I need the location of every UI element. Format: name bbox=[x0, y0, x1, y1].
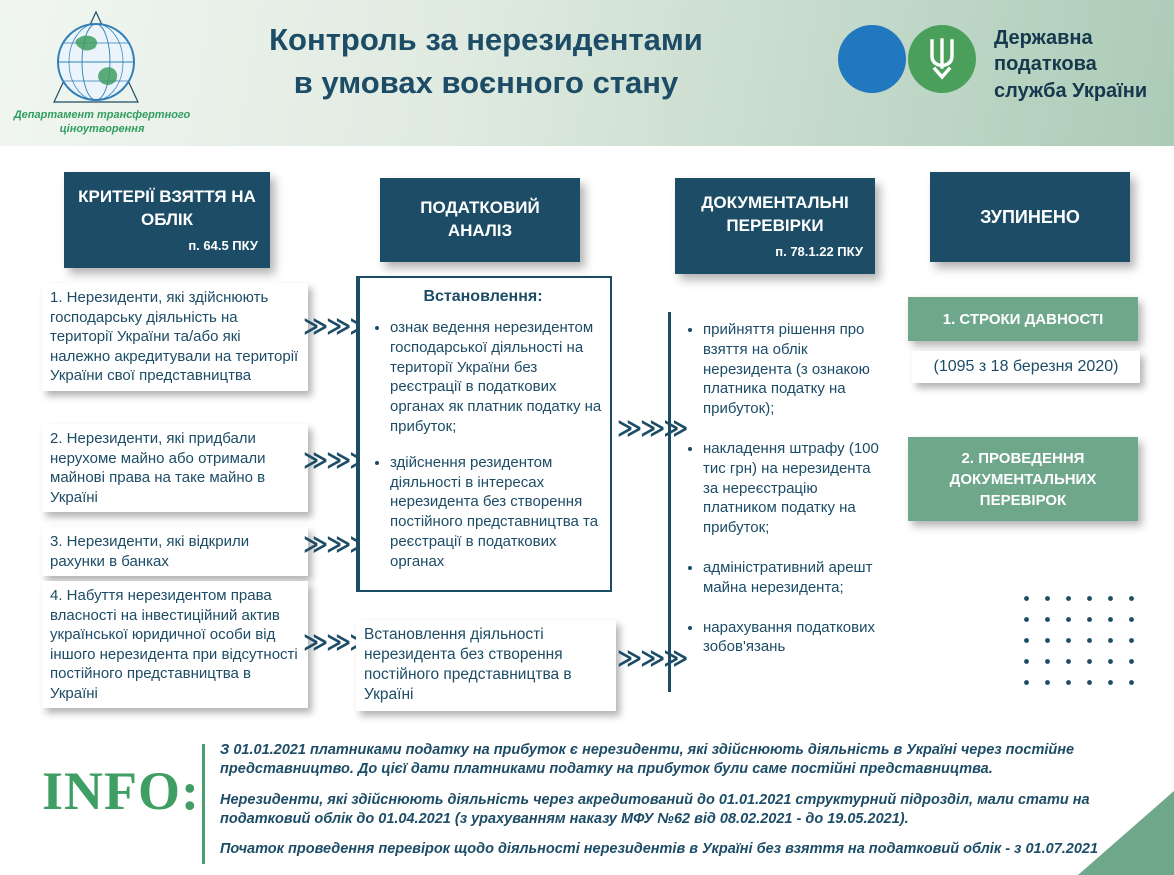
criteria-note: п. 64.5 ПКУ bbox=[188, 237, 258, 253]
info-paragraph-3: Початок проведення перевірок щодо діяльн… bbox=[220, 841, 1099, 858]
audits-bullets: прийняття рішення про взяття на облік не… bbox=[671, 320, 886, 657]
audits-title: ДОКУМЕНТАЛЬНІ ПЕРЕВІРКИ bbox=[701, 192, 849, 235]
chevron-icon: ≫≫≫ bbox=[617, 645, 688, 672]
criteria-item-4: 4. Набуття нерезидентом права власності … bbox=[42, 581, 308, 708]
header-band: Департамент трансфертного ціноутворення … bbox=[0, 0, 1174, 146]
analysis-box-title: Встановлення: bbox=[423, 288, 543, 305]
criteria-item-3: 3. Нерезиденти, які відкрили рахунки в б… bbox=[42, 527, 308, 576]
audits-bullet-4: нарахування податкових зобов'язань bbox=[703, 618, 886, 658]
analysis-title: ПОДАТКОВИЙ АНАЛІЗ bbox=[420, 198, 540, 240]
analysis-box: Встановлення: ознак ведення нерезидентом… bbox=[356, 276, 612, 592]
tax-service-name: Державна податкова служба України bbox=[994, 27, 1148, 102]
analysis-bottom-text: Встановлення діяльності нерезидента без … bbox=[356, 620, 616, 711]
criteria-header: КРИТЕРІЇ ВЗЯТТЯ НА ОБЛІК п. 64.5 ПКУ bbox=[64, 172, 270, 268]
audits-bullet-1: прийняття рішення про взяття на облік не… bbox=[703, 320, 886, 419]
criteria-item-1: 1. Нерезиденти, які здійснюють господарс… bbox=[42, 283, 308, 391]
audits-header: ДОКУМЕНТАЛЬНІ ПЕРЕВІРКИ п. 78.1.22 ПКУ bbox=[675, 178, 875, 274]
dots-pattern bbox=[1016, 588, 1144, 688]
info-paragraph-2: Нерезиденти, які здійснюють діяльність ч… bbox=[220, 791, 1090, 827]
title-line-2: в умовах воєнного стану bbox=[293, 65, 679, 101]
trident-icon bbox=[930, 38, 954, 80]
info-paragraphs: З 01.01.2021 платниками податку на прибу… bbox=[220, 741, 1154, 870]
suspended-item-2: 2. ПРОВЕДЕННЯ ДОКУМЕНТАЛЬНИХ ПЕРЕВІРОК bbox=[908, 437, 1138, 521]
suspended-item-1: 1. СТРОКИ ДАВНОСТІ bbox=[908, 297, 1138, 341]
criteria-title: КРИТЕРІЇ ВЗЯТТЯ НА ОБЛІК bbox=[78, 186, 256, 229]
audits-bullet-3: адміністративний арешт майна нерезидента… bbox=[703, 558, 886, 598]
blue-circle-logo bbox=[838, 25, 906, 93]
info-divider bbox=[202, 744, 205, 864]
analysis-bullets: ознак ведення нерезидентом господарської… bbox=[364, 318, 602, 572]
criteria-item-2: 2. Нерезиденти, які придбали нерухоме ма… bbox=[42, 424, 308, 512]
analysis-bullet-1: ознак ведення нерезидентом господарської… bbox=[390, 318, 602, 437]
audits-note: п. 78.1.22 ПКУ bbox=[775, 243, 863, 259]
suspended-header: ЗУПИНЕНО bbox=[930, 172, 1130, 262]
analysis-bullet-2: здійснення резидентом діяльності в інтер… bbox=[390, 453, 602, 572]
info-paragraph-1: З 01.01.2021 платниками податку на прибу… bbox=[220, 742, 1075, 778]
chevron-icon: ≫≫≫ bbox=[617, 415, 688, 442]
audits-box: прийняття рішення про взяття на облік не… bbox=[668, 312, 886, 692]
audits-bullet-2: накладення штрафу (100 тис грн) на нерез… bbox=[703, 439, 886, 538]
page-title: Контроль за нерезидентами в умовах воєнн… bbox=[200, 18, 772, 105]
analysis-header: ПОДАТКОВИЙ АНАЛІЗ bbox=[380, 178, 580, 262]
suspended-title: ЗУПИНЕНО bbox=[980, 206, 1080, 227]
title-line-1: Контроль за нерезидентами bbox=[269, 22, 703, 57]
info-label: INFO: bbox=[42, 761, 200, 821]
department-label: Департамент трансфертного ціноутворення bbox=[13, 109, 191, 136]
suspended-item-1-note: (1095 з 18 березня 2020) bbox=[912, 351, 1140, 383]
globe-icon bbox=[53, 10, 139, 103]
tax-service-emblem bbox=[908, 25, 976, 93]
